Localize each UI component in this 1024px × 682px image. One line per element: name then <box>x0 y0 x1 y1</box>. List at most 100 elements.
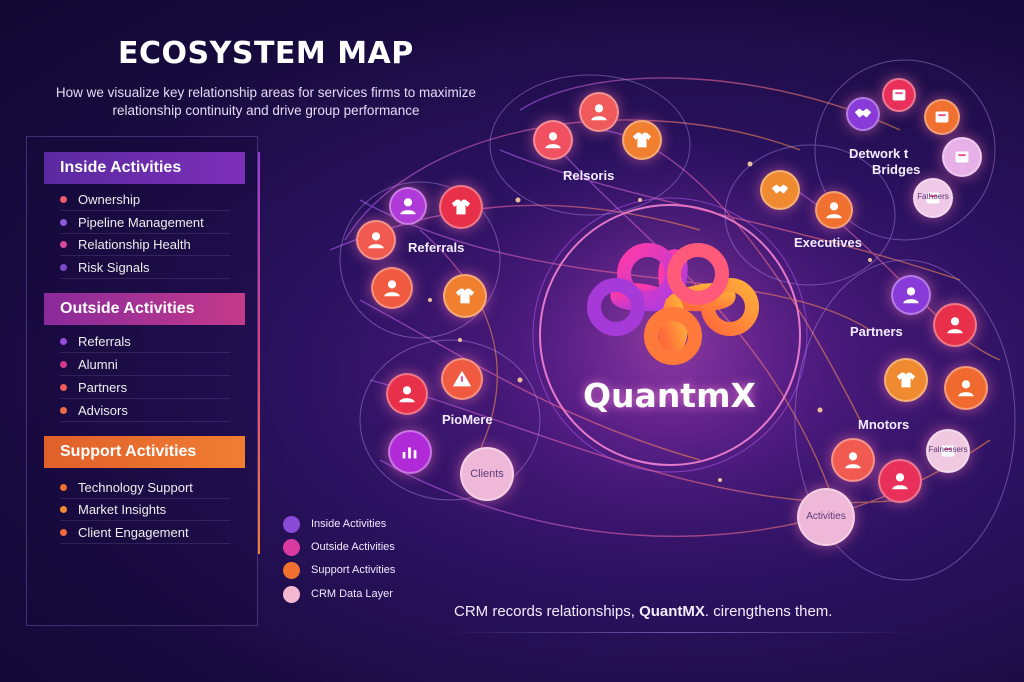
moniors-tile-label: Falnessers <box>928 445 968 454</box>
legend-swatch <box>283 561 300 579</box>
legend-item-support: Support Activities <box>283 560 395 580</box>
legend-label: Inside Activities <box>311 518 387 530</box>
network-bridge-icon <box>846 97 880 131</box>
bullet-dot <box>60 506 67 513</box>
activities-panel <box>26 136 258 626</box>
cluster-label-partners: Partners <box>850 324 903 339</box>
network-badge-icon <box>924 99 960 135</box>
moniors-shirt-icon <box>884 358 928 402</box>
piomere-person-icon <box>386 373 428 415</box>
list-item: Partners <box>60 377 230 399</box>
network-dotted-icon <box>913 178 953 218</box>
reisoris-person-1-icon <box>533 120 573 160</box>
referrals-shirt-icon <box>439 185 483 229</box>
page-title: ECOSYSTEM MAP <box>118 36 414 71</box>
referrals-person-2-icon <box>356 220 396 260</box>
clients-bubble <box>460 447 514 501</box>
hub-title: QuantmX <box>583 376 756 415</box>
list-item: Risk Signals <box>60 257 230 279</box>
tagline-underline <box>440 632 920 633</box>
list-item: Market Insights <box>60 499 230 521</box>
list-item-label: Referrals <box>78 334 131 349</box>
moniors-tile-icon <box>926 429 970 473</box>
legend-label: CRM Data Layer <box>311 588 393 600</box>
legend-label: Support Activities <box>311 564 396 576</box>
moniors-person-1-icon <box>944 366 988 410</box>
activities-bubble <box>797 488 855 546</box>
list-item-label: Risk Signals <box>78 260 150 275</box>
list-item: Client Engagement <box>60 522 230 544</box>
bullet-dot <box>60 264 67 271</box>
section-header-outside: Outside Activities <box>44 293 245 325</box>
panel-divider <box>258 152 260 554</box>
network-box-icon <box>882 78 916 112</box>
bullet-dot <box>60 196 67 203</box>
tagline: CRM records relationships, QuantMX. cire… <box>454 603 832 620</box>
list-item: Relationship Health <box>60 234 230 256</box>
bullet-dot <box>60 407 67 414</box>
clients-label: Clients <box>470 468 504 480</box>
list-item: Ownership <box>60 189 230 211</box>
executives-person-icon <box>815 191 853 229</box>
reisoris-shirt-icon <box>622 120 662 160</box>
list-item-label: Pipeline Management <box>78 215 204 230</box>
section-header-inside: Inside Activities <box>44 152 245 184</box>
list-item-label: Partners <box>78 380 128 395</box>
bullet-dot <box>60 338 67 345</box>
list-item-label: Client Engagement <box>78 525 189 540</box>
list-item: Technology Support <box>60 477 230 499</box>
page-subtitle: How we visualize key relationship areas … <box>55 85 477 118</box>
bullet-dot <box>60 384 67 391</box>
list-item: Referrals <box>60 331 230 353</box>
list-item-label: Alumni <box>78 357 118 372</box>
bullet-dot <box>60 219 67 226</box>
tagline-suffix: . cirengthens them. <box>704 603 833 620</box>
legend-swatch <box>283 585 300 603</box>
referrals-person-3-icon <box>371 267 413 309</box>
section-header-support: Support Activities <box>44 436 245 468</box>
cluster-label-reisoris: Relsoris <box>563 168 615 183</box>
legend-item-inside: Inside Activities <box>283 514 386 534</box>
network-tile-icon <box>942 137 982 177</box>
moniors-person-3-icon <box>878 459 922 503</box>
piomere-chart-icon <box>388 430 432 474</box>
legend-item-crm: CRM Data Layer <box>283 584 393 604</box>
list-item: Alumni <box>60 354 230 376</box>
tagline-brand: QuantMX <box>639 603 705 620</box>
tagline-prefix: CRM records relationships, <box>454 603 640 620</box>
cluster-label-executives: Executives <box>794 235 862 250</box>
dotted-label: Fathoers <box>917 192 949 201</box>
partners-person-2-icon <box>933 303 977 347</box>
cluster-label-moniors: Mnotors <box>858 417 910 432</box>
cluster-label-referrals: Referrals <box>408 240 465 255</box>
list-item: Advisors <box>60 400 230 422</box>
moniors-person-2-icon <box>831 438 875 482</box>
executives-handshake-icon <box>760 170 800 210</box>
legend-label: Outside Activities <box>311 541 395 553</box>
list-item-label: Relationship Health <box>78 237 191 252</box>
legend-item-outside: Outside Activities <box>283 537 395 557</box>
legend-swatch <box>283 538 300 556</box>
bullet-dot <box>60 241 67 248</box>
list-item-label: Ownership <box>78 192 141 207</box>
legend-swatch <box>283 515 300 533</box>
list-item-label: Advisors <box>78 403 128 418</box>
list-item: Pipeline Management <box>60 212 230 234</box>
cluster-label-piomere: PioMere <box>442 412 493 427</box>
cluster-label-network: Detwork t <box>849 146 909 161</box>
referrals-shirt-2-icon <box>443 274 487 318</box>
list-item-label: Technology Support <box>78 480 193 495</box>
piomere-warning-icon <box>441 358 483 400</box>
quantmx-logo-icon <box>587 243 759 365</box>
partners-person-1-icon <box>891 275 931 315</box>
cluster-label-bridges: Bridges <box>872 162 921 177</box>
bullet-dot <box>60 361 67 368</box>
list-item-label: Market Insights <box>78 502 167 517</box>
referrals-person-1-icon <box>389 187 427 225</box>
activities-label: Activities <box>806 511 846 522</box>
reisoris-person-2-icon <box>579 92 619 132</box>
bullet-dot <box>60 529 67 536</box>
bullet-dot <box>60 484 67 491</box>
